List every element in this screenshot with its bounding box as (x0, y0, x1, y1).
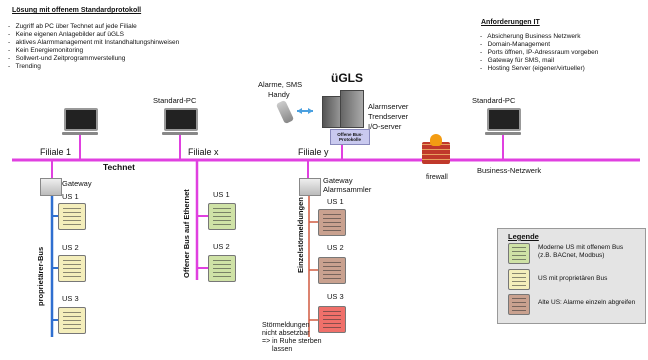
branch1-us1-label: US 1 (62, 192, 79, 201)
requirements-bullets: - Absicherung Business Netzwerk - Domain… (480, 33, 598, 73)
bullet-5: - Sollwert-und Zeitprogrammverstellung (8, 54, 126, 62)
note-line-2: nicht absetzbar (262, 330, 310, 337)
legend-title: Legende (508, 232, 539, 241)
branchx-us1-label: US 1 (213, 190, 230, 199)
server-role-1: Alarmserver (368, 102, 409, 111)
unit-us3-proprietary (58, 307, 86, 334)
filiale-x-label: Filiale x (188, 147, 219, 157)
single-alarm-label: Einzelstörmeldungen (296, 197, 305, 273)
branchy-us3-label: US 3 (327, 292, 344, 301)
branch1-us3-label: US 3 (62, 294, 79, 303)
bullet-2: - Keine eigenen Anlagebilder auf üGLS (8, 30, 125, 38)
note-line-4: lassen (272, 346, 293, 353)
unit-us2-proprietary (58, 255, 86, 282)
firewall-icon (422, 142, 450, 164)
bullet-4: - Kein Energiemonitoring (8, 46, 84, 54)
branchy-us2-label: US 2 (327, 243, 344, 252)
server-icon (320, 90, 364, 128)
server-role-2: Trendserver (368, 112, 409, 121)
legend-swatch-open (508, 243, 530, 264)
server-title: üGLS (331, 71, 363, 85)
alarm-label-1: Alarme, SMS (258, 80, 303, 89)
solution-bullets: - Zugriff ab PC über Technet auf jede Fi… (8, 23, 179, 70)
bullet-3: - aktives Alarmmanagement mit Instandhal… (8, 38, 180, 46)
sms-arrow-head-left (297, 108, 302, 114)
unit-us1-legacy (318, 209, 346, 236)
legend-swatch-proprietary (508, 269, 530, 290)
req-bullet-5: - Hosting Server (eigener/virtueller) (480, 64, 585, 72)
gateway-icon (40, 178, 62, 196)
branch1-us2-label: US 2 (62, 243, 79, 252)
protocol-box: Offene Bus- Protokolle (330, 129, 370, 145)
req-bullet-1: - Absicherung Business Netzwerk (480, 33, 581, 40)
fire-icon (430, 134, 442, 146)
alarm-label-2: Handy (268, 90, 290, 99)
req-bullet-3: - Ports öffnen, IP-Adressraum vorgeben (480, 48, 599, 56)
req-bullet-2: - Domain-Management (480, 40, 551, 48)
legend-text-legacy: Alte US: Alarme einzeln abgreifen (538, 299, 636, 306)
bullet-6: - Trending (8, 62, 41, 70)
pc-left-label: Standard-PC (153, 96, 197, 105)
bullet-1: - Zugriff ab PC über Technet auf jede Fi… (8, 23, 137, 30)
legend-swatch-legacy (508, 294, 530, 315)
monitor-icon (64, 108, 98, 131)
technet-label: Technet (103, 162, 135, 172)
requirements-title: Anforderungen IT (481, 19, 540, 26)
note-line-1: Störmeldungen (262, 322, 310, 329)
unit-us3-dead (318, 306, 346, 333)
filiale-1-label: Filiale 1 (40, 147, 72, 157)
open-bus-label: Offener Bus auf Ethernet (182, 189, 191, 278)
legend-text-open: Moderne US mit offenem Bus (z.B. BACnet,… (538, 244, 624, 259)
legend-text-proprietary: US mit proprietären Bus (538, 275, 608, 282)
filiale-y-label: Filiale y (298, 147, 329, 157)
alarm-collector-icon (299, 178, 321, 196)
business-network-label: Business-Netzwerk (477, 166, 542, 175)
legend-box: Legende Moderne US mit offenem Bus (z.B.… (497, 228, 646, 324)
dead-unit-note: Störmeldungen nicht absetzbar => in Ruhe… (262, 322, 322, 354)
sms-arrow-head-right (308, 108, 313, 114)
solution-title: Lösung mit offenem Standardprotokoll (12, 7, 142, 14)
server-role-3: I/O-server (368, 122, 402, 131)
unit-us1-proprietary (58, 203, 86, 230)
branchy-us1-label: US 1 (327, 197, 344, 206)
branchy-gateway-label: Gateway (323, 176, 353, 185)
note-line-3: => in Ruhe sterben (262, 338, 322, 345)
pc-right-label: Standard-PC (472, 96, 516, 105)
firewall-label: firewall (426, 174, 448, 181)
branchy-collector-label: Alarmsammler (323, 185, 372, 194)
unit-us2-open (208, 255, 236, 282)
req-bullet-4: - Gateway für SMS, mail (480, 56, 555, 64)
unit-us1-open (208, 203, 236, 230)
branchx-us2-label: US 2 (213, 242, 230, 251)
monitor-icon (164, 108, 198, 131)
monitor-icon (487, 108, 521, 131)
branch1-gateway-label: Gateway (62, 179, 92, 188)
unit-us2-legacy (318, 257, 346, 284)
proprietary-bus-label: proprietärer-Bus (36, 246, 45, 306)
